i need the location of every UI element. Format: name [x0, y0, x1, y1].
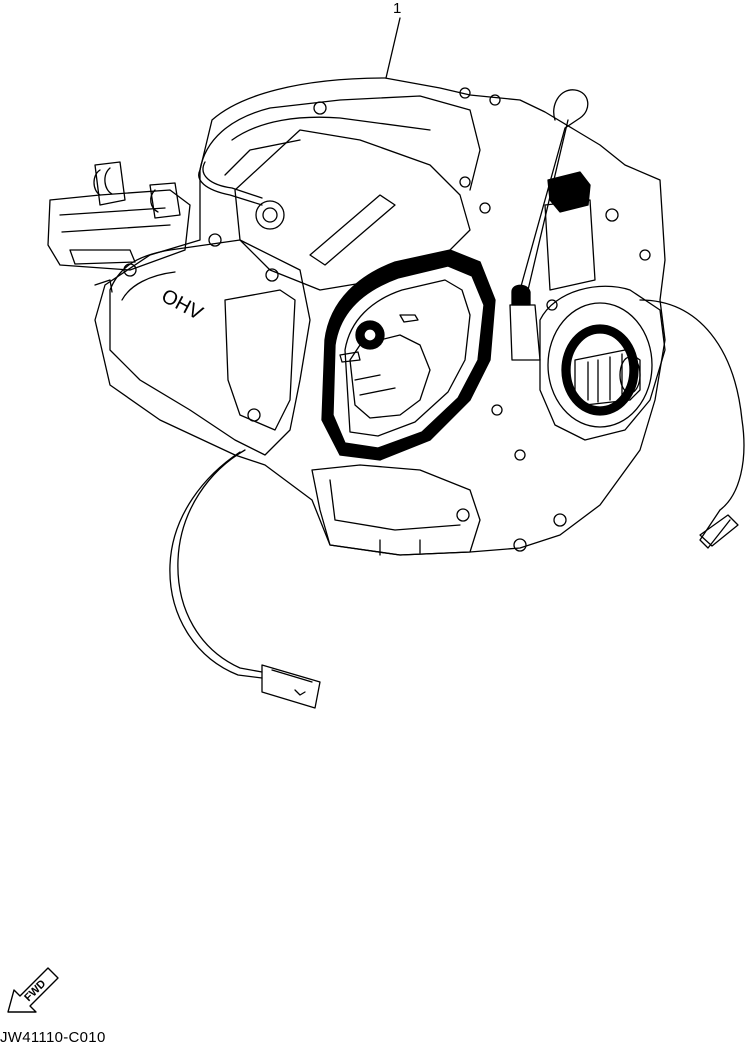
cylinder-fin-shield [321, 249, 496, 461]
right-connector [699, 514, 739, 547]
part-code: JW41110-C010 [0, 1029, 106, 1046]
callout-leader-line [385, 17, 401, 79]
output-shaft [574, 349, 641, 406]
wiring-harness-left [169, 449, 321, 709]
callout-number: 1 [393, 0, 402, 17]
head-cover [234, 129, 471, 291]
left-connector [261, 664, 321, 709]
governor-linkage [47, 161, 191, 293]
oil-filler-cap [544, 171, 596, 291]
rocker-cover [109, 239, 311, 456]
ohv-emblem: OHV [158, 285, 207, 325]
crankcase [311, 464, 481, 556]
fwd-arrow-icon: FWD [7, 967, 59, 1013]
engine-body [94, 77, 666, 556]
wiring-harness-right [639, 299, 745, 549]
fastener-bolts [208, 87, 651, 552]
output-shaft-housing [539, 285, 666, 441]
breather-tube [198, 161, 263, 206]
